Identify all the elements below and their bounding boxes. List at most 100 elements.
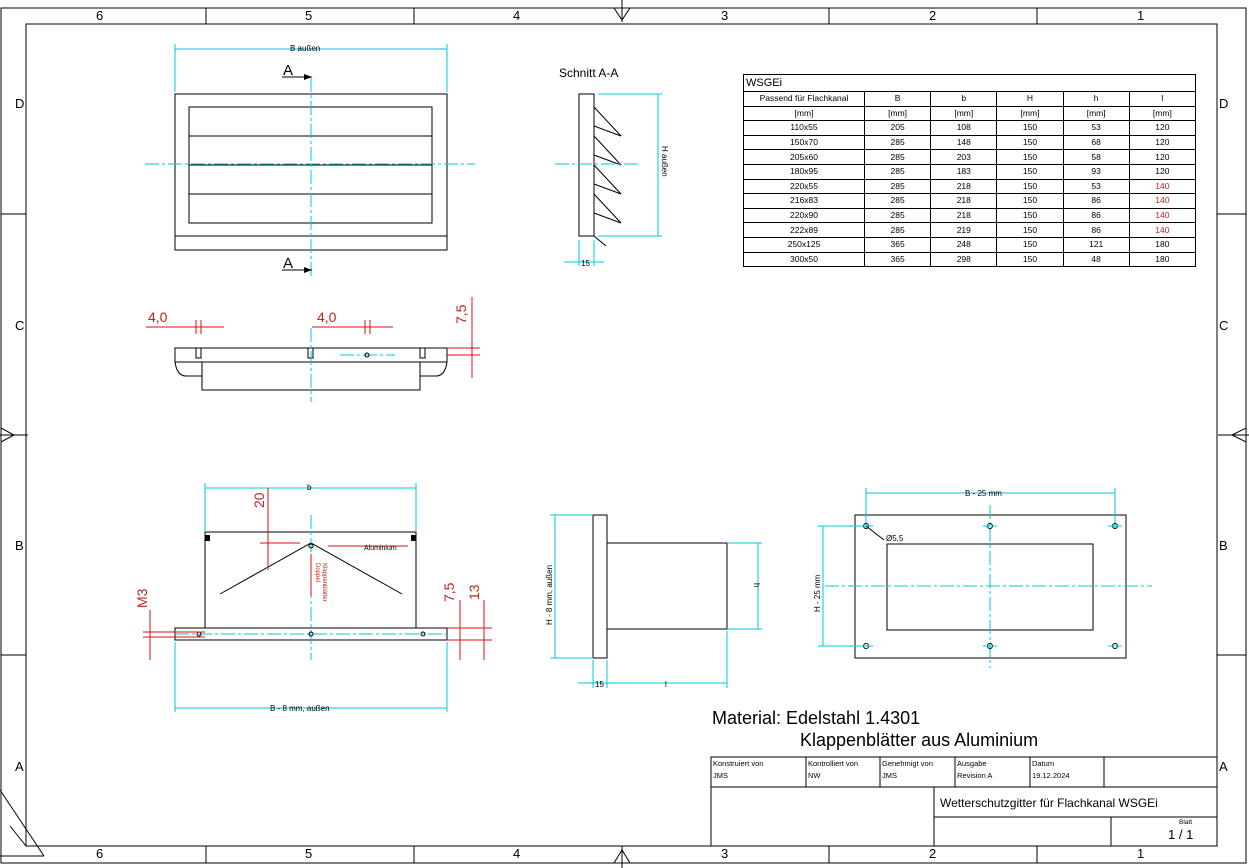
table-cell: 150 xyxy=(996,120,1064,136)
section-marker-bottom: A xyxy=(283,255,293,272)
table-cell: 218 xyxy=(930,193,998,209)
table-cell: 218 xyxy=(930,207,998,224)
dim-7-5-bottom: 7,5 xyxy=(441,582,457,602)
zone-col-6-top: 6 xyxy=(96,8,104,23)
datum-label: Datum xyxy=(1032,759,1055,768)
table-cell: 180 xyxy=(1128,236,1197,253)
zone-col-4-bottom: 4 xyxy=(513,846,521,861)
dim-7-5-top: 7,5 xyxy=(453,304,469,324)
front-view xyxy=(145,44,475,278)
dim-4-0-left: 4,0 xyxy=(148,309,168,325)
unit-cell: [mm] xyxy=(1062,105,1130,122)
table-cell: 180 xyxy=(1128,251,1197,268)
table-cell: 86 xyxy=(1062,207,1130,224)
unit-cell: [mm] xyxy=(743,105,865,122)
zone-col-5-top: 5 xyxy=(305,8,313,23)
zone-row-d-right: D xyxy=(1219,96,1229,111)
zone-col-6-bottom: 6 xyxy=(96,846,104,861)
unit-cell: [mm] xyxy=(930,105,998,122)
zone-col-1-bottom: 1 xyxy=(1137,846,1145,861)
dim-h-25: H - 25 mm xyxy=(813,574,822,612)
dim-20: 20 xyxy=(251,492,267,508)
table-cell: 108 xyxy=(930,120,998,136)
table-cell: 150 xyxy=(996,163,1064,180)
dim-side-15: 15 xyxy=(595,680,604,689)
dim-m3: M3 xyxy=(134,588,150,608)
table-cell: 285 xyxy=(863,222,932,238)
table-cell: 220x55 xyxy=(743,178,865,195)
flap-view xyxy=(143,483,492,712)
table-cell: 219 xyxy=(930,222,998,238)
mounting-holes xyxy=(859,523,1122,649)
table-units-row: [mm] [mm] [mm] [mm] [mm] [mm] xyxy=(743,105,1197,122)
label-klappenblaetter: Klappenblätter xyxy=(321,563,327,602)
genehmigt-label: Genehmigt von xyxy=(882,759,933,768)
table-cell: 120 xyxy=(1128,163,1197,180)
genehmigt-value: JMS xyxy=(882,771,897,780)
unit-cell: [mm] xyxy=(996,105,1064,122)
table-cell: 140 xyxy=(1128,193,1197,209)
table-cell: 150 xyxy=(996,236,1064,253)
header-cell: B xyxy=(863,91,932,107)
zone-row-d-left: D xyxy=(15,96,25,111)
zone-row-c-right: C xyxy=(1219,318,1229,333)
table-cell: 140 xyxy=(1128,207,1197,224)
zone-col-3-top: 3 xyxy=(721,8,729,23)
section-title: Schnitt A-A xyxy=(559,66,618,80)
zone-col-3-bottom: 3 xyxy=(721,846,729,861)
zone-ticks xyxy=(1,8,1246,863)
dim-h: h xyxy=(752,583,761,587)
zone-col-5-bottom: 5 xyxy=(305,846,313,861)
table-cell: 150 xyxy=(996,149,1064,165)
dim-b-8-aussen: B - 8 mm, außen xyxy=(270,704,330,713)
header-cell: l xyxy=(1128,91,1197,107)
table-cell: 48 xyxy=(1062,251,1130,268)
dim-l: l xyxy=(665,680,667,689)
unit-cell: [mm] xyxy=(863,105,932,122)
material-line-2: Klappenblätter aus Aluminium xyxy=(800,730,1039,750)
dim-13: 13 xyxy=(466,584,482,600)
zone-row-a-left: A xyxy=(15,759,24,774)
table-cell: 250x125 xyxy=(743,236,865,253)
zone-row-b-left: B xyxy=(15,538,24,553)
table-cell: 150 xyxy=(996,193,1064,209)
table-cell: 220x90 xyxy=(743,207,865,224)
table-cell: 93 xyxy=(1062,163,1130,180)
table-cell: 285 xyxy=(863,134,932,151)
section-view xyxy=(555,93,662,266)
zone-row-b-right: B xyxy=(1219,538,1228,553)
table-cell: 58 xyxy=(1062,149,1130,165)
dim-b-25: B - 25 mm xyxy=(965,489,1002,498)
material-line-1: Material: Edelstahl 1.4301 xyxy=(712,708,921,728)
table-cell: 298 xyxy=(930,251,998,268)
table-cell: 150 xyxy=(996,207,1064,224)
zone-col-2-bottom: 2 xyxy=(929,846,937,861)
ausgabe-value: Revision A xyxy=(957,771,993,780)
header-cell: b xyxy=(930,91,998,107)
label-doppel: Doppel xyxy=(314,563,320,582)
title-block-lines xyxy=(710,756,1218,847)
datum-value: 19.12.2024 xyxy=(1032,771,1070,780)
table-cell: 248 xyxy=(930,236,998,253)
dim-b: b xyxy=(307,483,312,492)
kontrolliert-label: Kontrolliert von xyxy=(808,759,859,768)
konstruiert-label: Konstruiert von xyxy=(713,759,764,768)
label-h-aussen: H außen xyxy=(660,146,669,177)
drawing-title: Wetterschutzgitter für Flachkanal WSGEi xyxy=(940,796,1158,810)
table-cell: 216x83 xyxy=(743,193,865,209)
blatt-label: Blatt xyxy=(1179,819,1193,826)
dimension-table: WSGEi Passend für Flachkanal B b H h l [… xyxy=(743,74,1197,268)
table-cell: 218 xyxy=(930,178,998,195)
label-section-15: 15 xyxy=(581,259,590,268)
table-cell: 150 xyxy=(996,178,1064,195)
table-cell: 222x89 xyxy=(743,222,865,238)
